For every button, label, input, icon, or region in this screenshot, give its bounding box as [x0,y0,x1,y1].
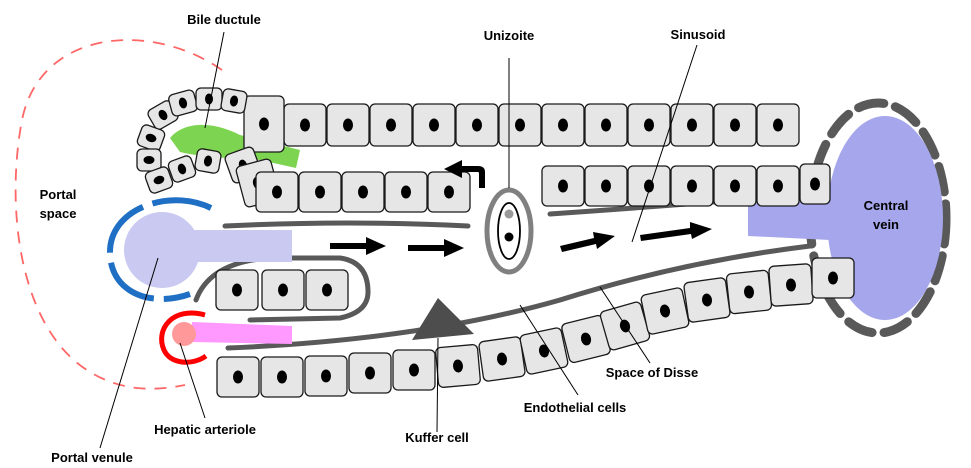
label-portal-venule: Portal venule [51,450,133,465]
hepatocyte [137,149,161,171]
hepatocyte [216,270,258,310]
hepatocyte [542,166,584,206]
flow-arrow [640,222,712,241]
unizoite [487,190,531,272]
hepatocyte [284,104,326,146]
kuffer-cell [412,298,474,340]
hepatocyte [456,104,498,146]
flow-arrow [408,239,464,257]
label-portal-space-2: space [40,206,77,221]
hepatocyte [428,172,470,212]
hepatocyte [220,88,247,114]
label-endothelial-cells: Endothelial cells [524,400,627,415]
hepatocyte [628,166,670,206]
label-unizoite: Unizoite [484,28,535,43]
hepatocyte [519,327,568,375]
hepatocyte [585,166,627,206]
hepatocyte [812,258,854,298]
flow-arrow [330,237,386,255]
hepatocyte [671,166,713,206]
hepatocyte [256,172,298,212]
hepatocyte [370,104,412,146]
hepatocyte [628,104,670,146]
hepatocyte [542,104,584,146]
hepatocyte [757,104,799,146]
hepatocyte [261,357,303,397]
hepatocyte [306,270,348,310]
hepatocyte [435,344,480,388]
hepatocyte [217,357,259,397]
label-hepatic-arteriole: Hepatic arteriole [154,422,256,437]
hepatocyte [299,172,341,212]
hepatocyte [327,104,369,146]
hepatocyte [349,353,391,393]
hepatocyte [726,270,772,314]
hepatocyte [393,350,435,390]
hepatocyte [585,104,627,146]
hepatocyte [714,104,756,146]
hepatocyte [385,172,427,212]
hepatocyte [168,89,199,117]
hepatocyte [478,336,525,381]
label-bile-ductule: Bile ductule [187,12,261,27]
endothelium-upper-left [225,223,468,226]
hepatocyte [305,356,347,396]
hepatocyte [683,277,730,322]
hepatocyte [671,104,713,146]
label-portal-space-1: Portal [40,187,77,202]
flow-arrow [560,232,615,252]
hepatocyte [194,148,221,174]
hepatocyte [413,104,455,146]
hepatocyte [244,96,284,152]
hepatocyte [342,172,384,212]
hepatocyte [714,166,756,206]
label-sinusoid: Sinusoid [671,27,726,42]
hepatocyte [499,104,541,146]
label-central-vein-1: Central [864,198,909,213]
hepatic-arteriole [172,322,292,346]
label-space-of-disse: Space of Disse [606,365,699,380]
hepatocyte [800,164,830,204]
hepatocyte [262,270,304,310]
hepatocyte [769,264,814,307]
label-central-vein-2: vein [873,217,899,232]
label-kuffer-cell: Kuffer cell [405,430,469,445]
hepatocyte [757,166,799,206]
hepatocyte [640,287,689,335]
